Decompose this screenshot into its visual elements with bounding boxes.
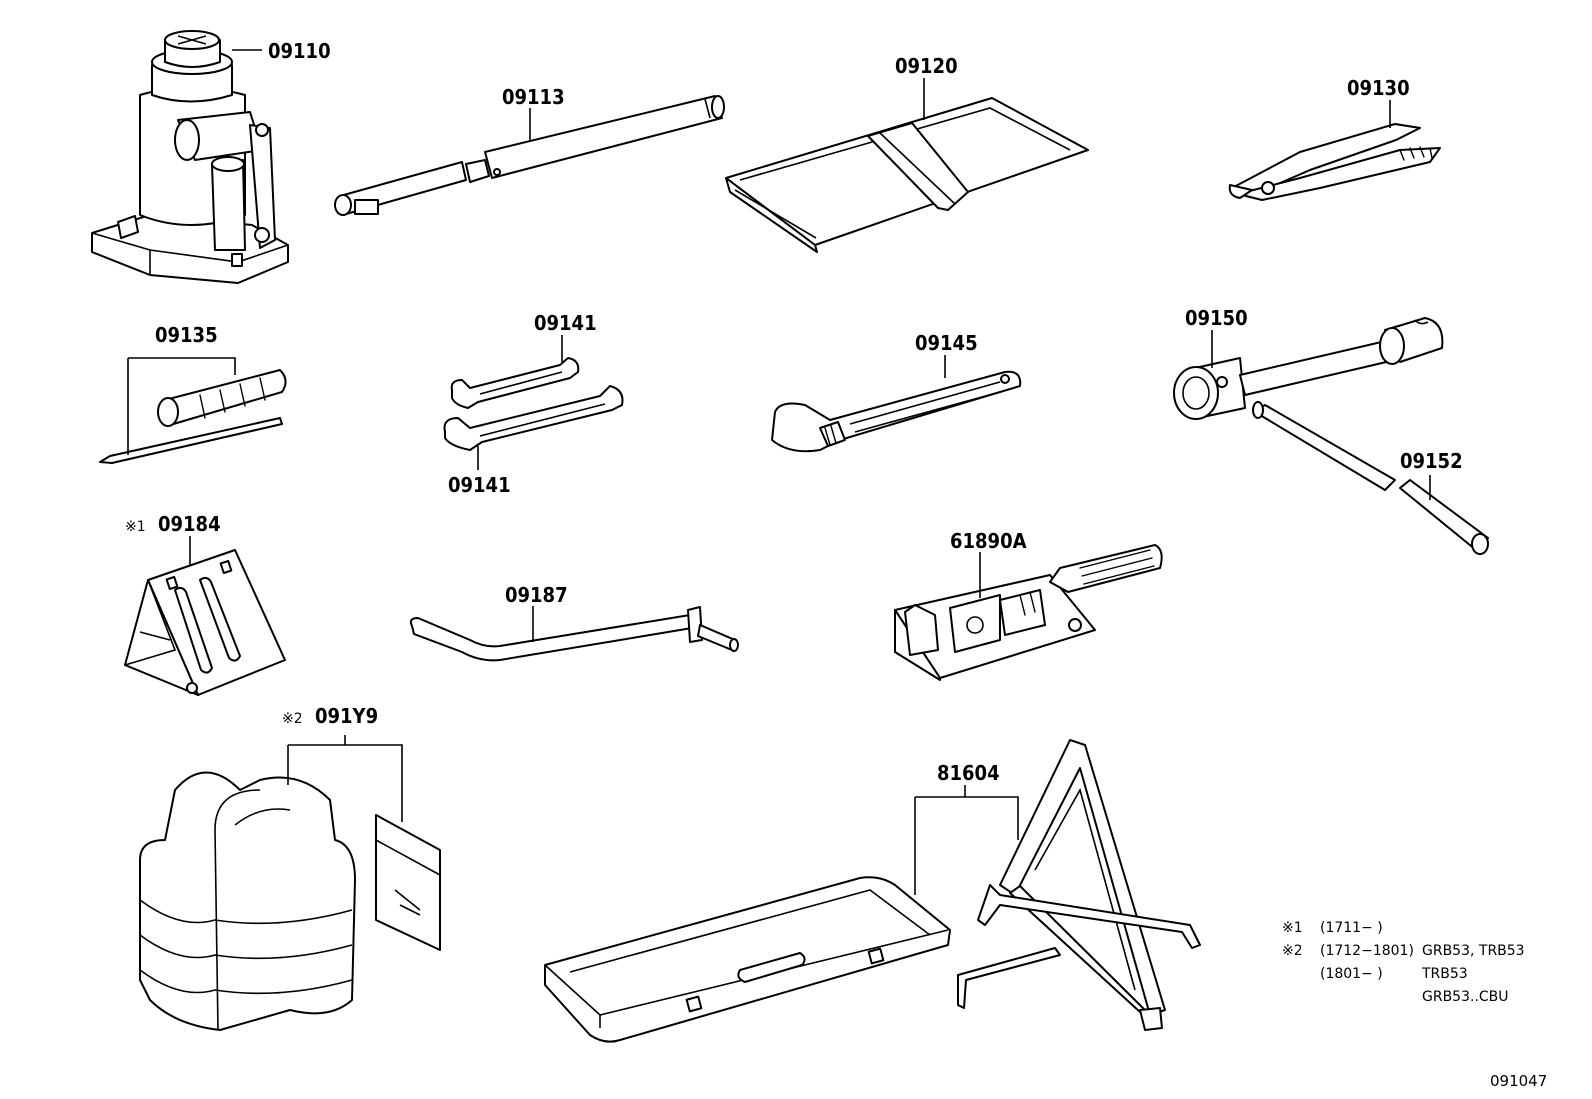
applicability-notes: ※1 (1711− ) ※2 (1712−1801) GRB53, TRB53 … [1282,920,1525,1005]
note-2-models: GRB53, TRB53 [1422,943,1525,959]
jack-handle-rod-icon[interactable]: 09187 [409,583,739,662]
wrench-icon[interactable]: 09141 [450,311,597,409]
note-1-mark: ※1 [1282,920,1303,936]
note-2-mark: ※2 [1282,943,1303,959]
note-2-range: (1712−1801) [1320,943,1414,959]
screwdriver-icon[interactable]: 09135 [99,323,287,464]
note-3-models: TRB53 [1421,966,1468,982]
note-4-models: GRB53..CBU [1422,989,1509,1005]
part-number-091Y9: 091Y9 [315,704,378,728]
part-number-09130: 09130 [1347,76,1410,100]
part-number-09141-bottom: 09141 [448,473,511,497]
wrench-icon[interactable]: 09141 [443,385,624,497]
part-number-09113: 09113 [502,85,565,109]
safety-vest-icon[interactable]: ※2 091Y9 [139,704,441,1031]
jack-icon[interactable]: 09110 [91,30,331,284]
note-mark-1: ※1 [125,519,146,535]
part-number-81604: 81604 [937,761,1000,785]
note-1-range: (1711− ) [1320,920,1383,936]
figure-reference: 091047 [1490,1072,1547,1090]
part-number-09135: 09135 [155,323,218,347]
towing-hook-tool-icon[interactable]: 61890A [894,529,1163,681]
part-number-09110: 09110 [268,39,331,63]
part-number-09145: 09145 [915,331,978,355]
adjustable-wrench-icon[interactable]: 09145 [771,331,1022,453]
pliers-icon[interactable]: 09130 [1228,76,1441,201]
lug-wrench-icon[interactable]: 09150 [1173,306,1444,420]
part-number-09187: 09187 [505,583,568,607]
part-number-09141-top: 09141 [534,311,597,335]
wheel-chock-icon[interactable]: ※1 09184 [124,512,286,696]
note-3-range: (1801− ) [1320,966,1383,982]
tool-bag-icon[interactable]: 09120 [725,54,1089,253]
part-number-61890A: 61890A [950,529,1027,553]
warning-triangle-icon[interactable]: 81604 [544,739,1201,1043]
extension-bar-icon[interactable]: 09152 [1252,401,1489,555]
part-number-09150: 09150 [1185,306,1248,330]
part-number-09152: 09152 [1400,449,1463,473]
part-number-09184: 09184 [158,512,221,536]
part-number-09120: 09120 [895,54,958,78]
note-mark-2: ※2 [282,711,303,727]
jack-handle-icon[interactable]: 09113 [334,85,725,216]
